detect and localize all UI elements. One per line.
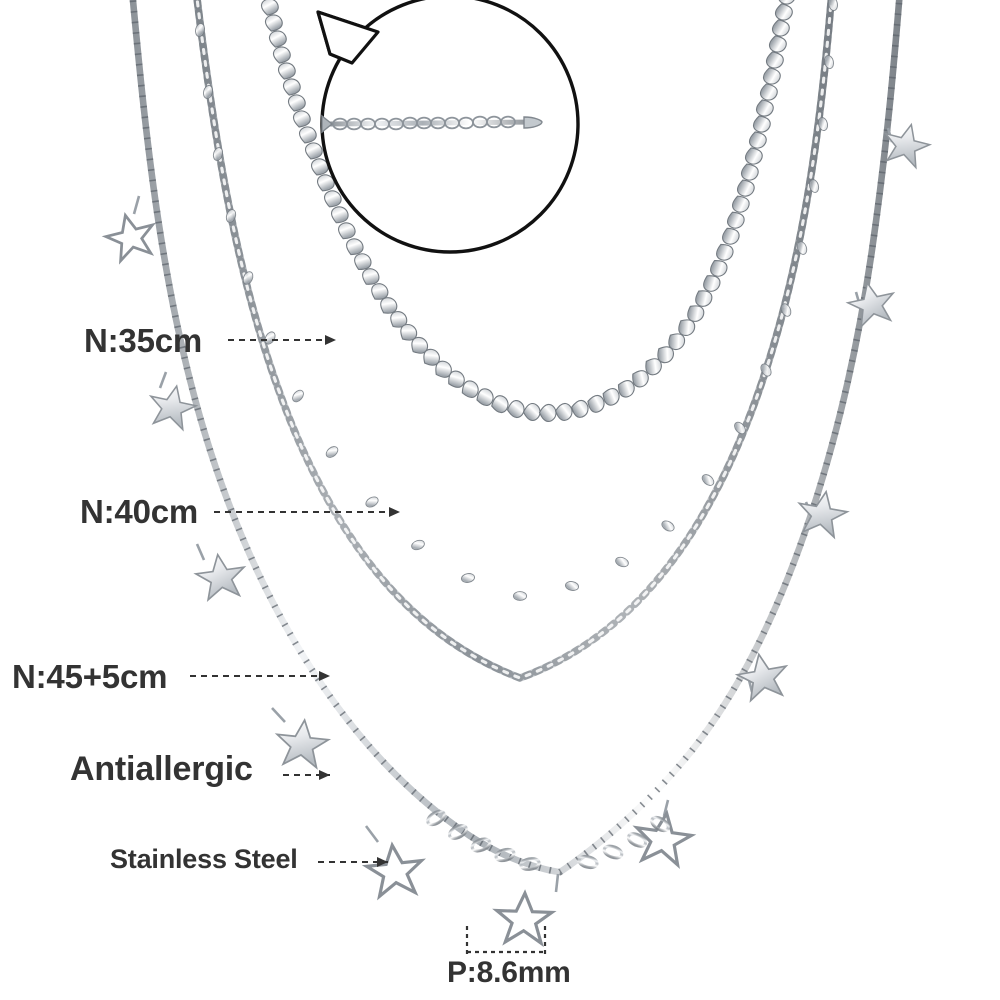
label-pendant-size: P:8.6mm	[447, 956, 571, 989]
star-charm-group	[100, 118, 935, 946]
leader-arrowheads	[319, 335, 400, 867]
label-length-40: N:40cm	[80, 493, 199, 530]
label-length-45: N:45+5cm	[12, 658, 168, 695]
extension-chain-callout	[316, 0, 580, 254]
extension-chain	[321, 114, 543, 134]
star-cable-chain	[100, 0, 935, 946]
width-bracket	[465, 926, 547, 954]
twisted-rope-chain	[193, 0, 840, 683]
label-length-35: N:35cm	[84, 322, 203, 359]
leader-lines	[190, 338, 400, 864]
label-antiallergic: Antiallergic	[70, 750, 253, 788]
label-stainless-steel: Stainless Steel	[110, 844, 298, 874]
